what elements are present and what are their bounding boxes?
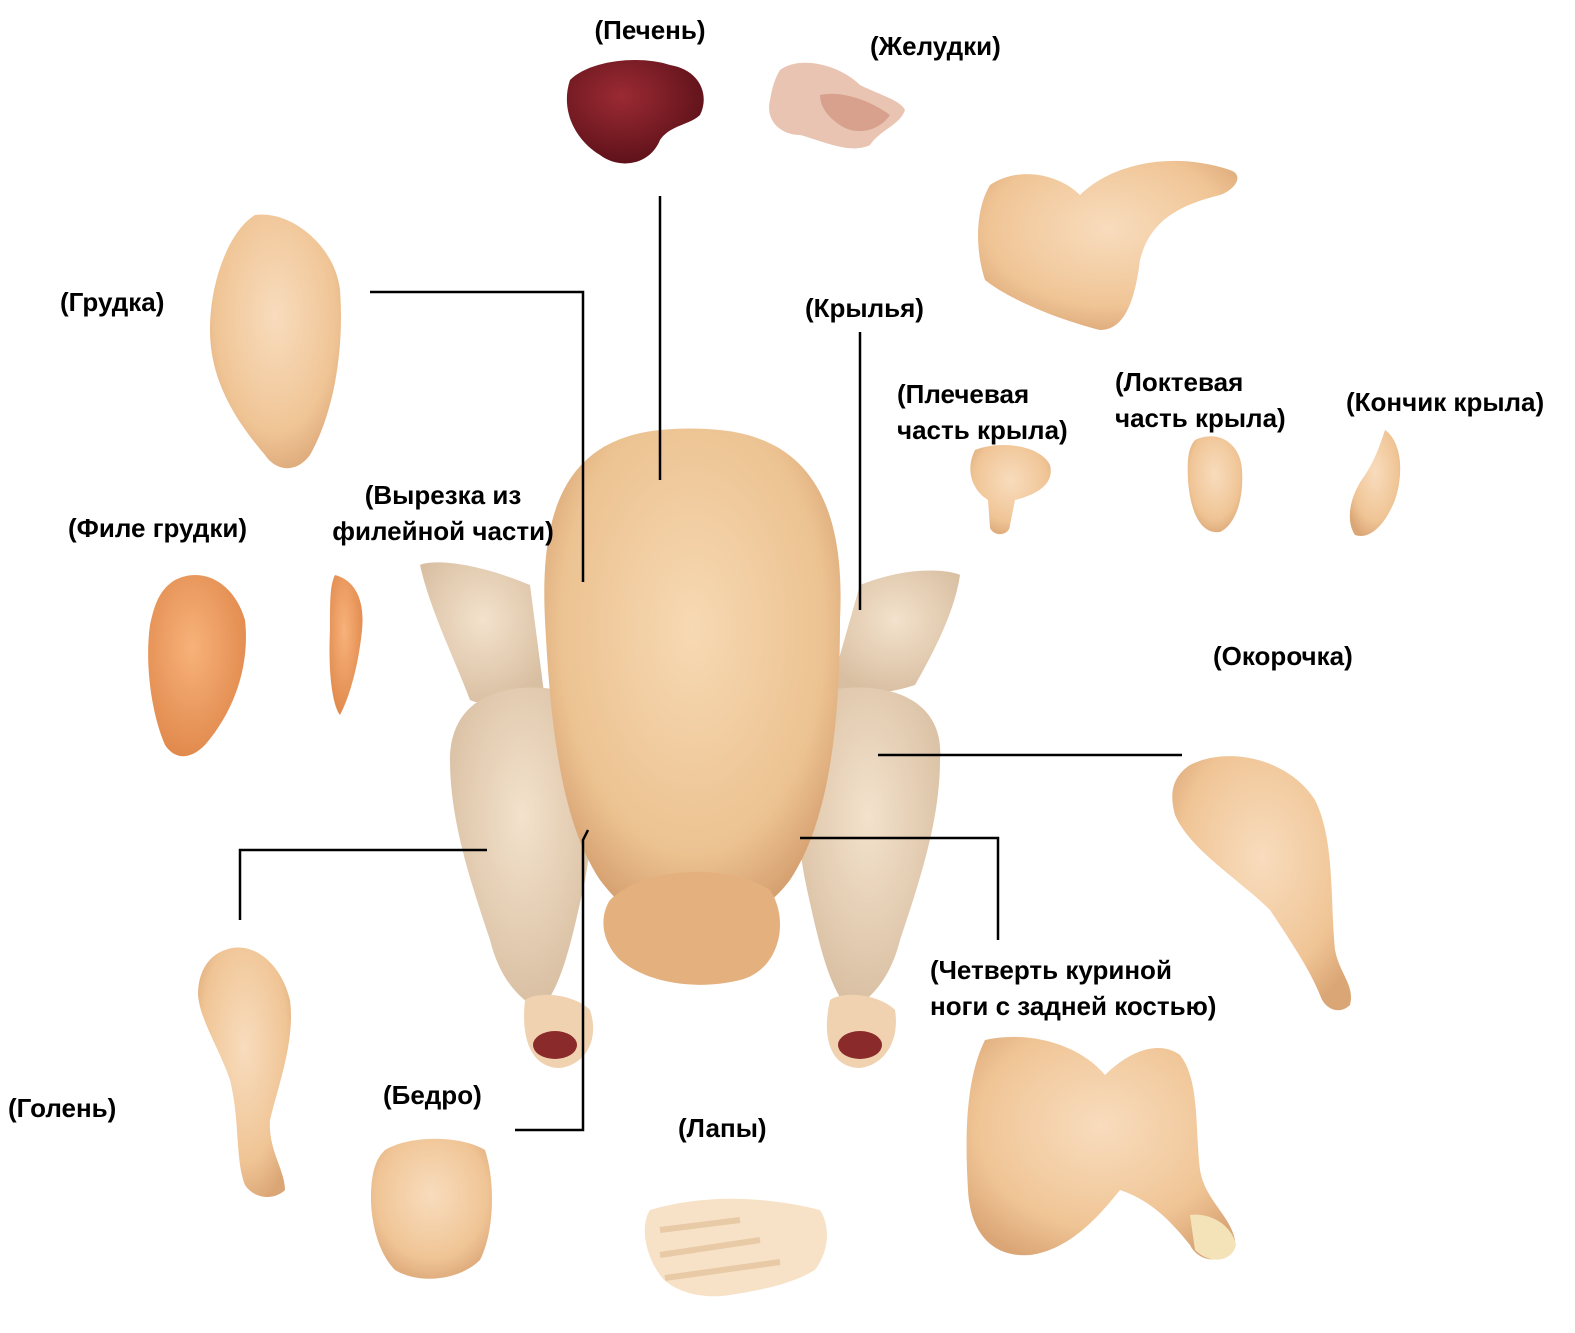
label-leg-quarter: (Четверть куриной ноги с задней костью) [930,952,1216,1024]
breast-fillet-image [148,575,246,756]
label-drumstick: (Голень) [8,1090,116,1126]
liver-image [567,60,704,163]
leg-quarter-image [967,1037,1236,1260]
label-breast-fillet: (Филе грудки) [68,510,247,546]
feet-image [645,1199,827,1297]
wing-tip-image [1350,430,1400,536]
label-breast: (Грудка) [60,284,164,320]
label-tenderloin: (Вырезка из филейной части) [312,477,574,549]
label-wing-upper: (Плечевая часть крыла) [897,376,1068,448]
tenderloin-image [329,575,362,715]
label-liver: (Печень) [570,12,730,48]
label-wing-middle: (Локтевая часть крыла) [1115,364,1286,436]
drumstick-image [198,947,291,1197]
label-wings: (Крылья) [805,290,924,326]
wing-middle-part-image [1188,436,1243,532]
thigh-image [371,1139,492,1279]
leader-drumstick [240,850,487,920]
whole-wing-image [978,161,1237,330]
gizzards-image [769,63,905,149]
label-wing-tip: (Кончик крыла) [1346,384,1544,420]
label-gizzards: (Желудки) [870,28,1001,64]
breast-image [210,215,341,469]
wing-upper-part-image [970,445,1050,534]
label-feet: (Лапы) [678,1110,767,1146]
label-leg: (Окорочка) [1213,638,1353,674]
label-thigh: (Бедро) [383,1077,482,1113]
